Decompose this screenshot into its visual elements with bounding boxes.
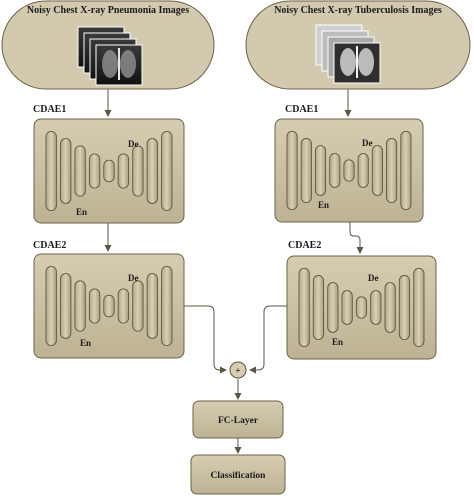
right-cdae1-layer-5 — [343, 159, 355, 182]
fusion-node: + — [229, 361, 247, 379]
right-cdae1-block: En De — [274, 118, 424, 223]
right-cdae2-layer-3 — [327, 282, 339, 333]
fc-layer-label: FC-Layer — [218, 416, 259, 426]
right-cdae2-label: CDAE2 — [288, 240, 321, 251]
left-cdae2-layer-7 — [132, 280, 144, 332]
right-cdae2-layer-4 — [341, 290, 353, 325]
fc-layer-frame — [192, 400, 284, 439]
pneumonia-input: Noisy Chest X-ray Pneumonia Images — [1, 0, 215, 90]
left-cdae1-layer-8 — [146, 138, 158, 204]
right-cdae2-en-label: En — [332, 337, 343, 347]
tuberculosis-input-title: Noisy Chest X-ray Tuberculosis Images — [274, 5, 442, 16]
right-cdae2-layers — [298, 267, 425, 348]
right-cdae2-layer-7 — [384, 282, 396, 333]
right-cdae2-layer-8 — [398, 275, 411, 341]
connectors — [104, 89, 364, 454]
right-cdae1-label: CDAE1 — [285, 104, 318, 115]
left-cdae1-layer-1 — [45, 130, 57, 212]
left-cdae2-layer-4 — [88, 288, 101, 324]
left-cdae2-layer-2 — [60, 273, 72, 339]
left-cdae2-label: CDAE2 — [33, 240, 66, 251]
left-cdae2-layers — [45, 265, 173, 347]
right-cdae2-layer-5 — [355, 296, 368, 319]
right-cdae2-layer-6 — [370, 290, 382, 325]
tuberculosis-input: Noisy Chest X-ray Tuberculosis Images — [245, 0, 471, 90]
right-cdae1-layer-2 — [300, 138, 312, 204]
left-cdae1-label: CDAE1 — [33, 104, 66, 115]
pneumonia-input-title: Noisy Chest X-ray Pneumonia Images — [27, 5, 189, 16]
right-cdae1-en-label: En — [318, 200, 329, 210]
left-cdae1-layer-7 — [132, 145, 144, 197]
right-cdae2-layer-9 — [413, 267, 425, 348]
right-cdae2-layer-2 — [312, 275, 325, 341]
left-cdae1-block: En De — [33, 118, 185, 224]
arrow-left-cdae2-to-fusion — [184, 305, 227, 374]
left-cdae1-layer-5 — [103, 159, 115, 183]
left-cdae2-layer-1 — [45, 265, 57, 347]
classification-box: Classification — [190, 454, 286, 495]
arrow-right-cdae1-to-cdae2 — [349, 222, 364, 254]
right-cdae1-layer-3 — [314, 145, 327, 196]
classification-label: Classification — [211, 471, 267, 481]
right-cdae1-layer-1 — [286, 130, 298, 211]
right-cdae1-layer-9 — [400, 130, 412, 211]
pneumonia-xray-stack-icon — [77, 26, 143, 86]
left-cdae2-layer-3 — [74, 280, 86, 332]
left-cdae1-layer-9 — [161, 130, 173, 212]
left-cdae1-de-label: De — [128, 139, 139, 149]
left-cdae2-layer-8 — [146, 273, 158, 339]
right-cdae1-layer-4 — [329, 153, 341, 188]
right-cdae1-de-label: De — [362, 138, 373, 148]
left-cdae2-block: En De — [33, 253, 185, 359]
left-cdae1-layer-3 — [74, 145, 86, 197]
fc-layer-box: FC-Layer — [192, 400, 284, 439]
left-cdae1-en-label: En — [76, 207, 87, 217]
right-cdae2-block: En De — [286, 255, 437, 360]
fusion-circle — [229, 361, 247, 379]
left-cdae2-layer-9 — [161, 265, 173, 347]
right-cdae2-de-label: De — [368, 273, 379, 283]
left-cdae1-layer-4 — [88, 153, 101, 189]
left-cdae2-en-label: En — [80, 338, 91, 348]
right-cdae1-layers — [286, 130, 412, 211]
left-cdae1-layer-2 — [60, 138, 72, 204]
left-cdae1-layers — [45, 130, 173, 212]
left-cdae2-layer-6 — [117, 288, 130, 324]
right-cdae1-layer-6 — [357, 153, 369, 188]
right-cdae1-layer-8 — [386, 138, 398, 204]
right-cdae2-layer-1 — [298, 267, 310, 348]
left-cdae2-layer-5 — [103, 294, 115, 318]
classification-frame — [190, 454, 286, 495]
fusion-plus-icon: + — [235, 366, 240, 376]
tuberculosis-xray-stack-icon — [315, 24, 381, 84]
right-cdae1-layer-7 — [371, 145, 383, 196]
left-cdae1-layer-6 — [117, 153, 130, 189]
arrow-right-cdae2-to-fusion — [249, 305, 287, 374]
left-cdae2-de-label: De — [128, 273, 139, 283]
